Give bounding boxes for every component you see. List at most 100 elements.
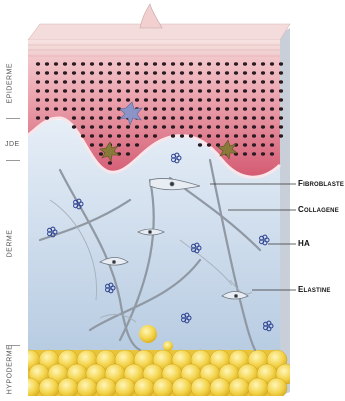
keratinocyte-nucleus bbox=[279, 98, 283, 101]
keratinocyte-nucleus bbox=[117, 125, 121, 128]
fat-cell bbox=[77, 378, 97, 396]
keratinocyte-nucleus bbox=[261, 62, 265, 65]
keratinocyte-nucleus bbox=[243, 152, 247, 155]
keratinocyte-nucleus bbox=[270, 71, 274, 74]
keratinocyte-nucleus bbox=[135, 125, 139, 128]
skin-flake bbox=[140, 4, 162, 28]
keratinocyte-nucleus bbox=[261, 143, 265, 146]
keratinocyte-nucleus bbox=[162, 107, 166, 110]
keratinocyte-nucleus bbox=[117, 89, 121, 92]
callout-fibroblast: Fibroblaste bbox=[298, 179, 344, 188]
keratinocyte-nucleus bbox=[252, 143, 256, 146]
keratinocyte-nucleus bbox=[279, 80, 283, 83]
keratinocyte-nucleus bbox=[243, 98, 247, 101]
keratinocyte-nucleus bbox=[144, 98, 148, 101]
keratinocyte-nucleus bbox=[180, 125, 184, 128]
keratinocyte-nucleus bbox=[144, 71, 148, 74]
keratinocyte-nucleus bbox=[36, 98, 40, 101]
keratinocyte-nucleus bbox=[234, 71, 238, 74]
keratinocyte-nucleus bbox=[63, 80, 67, 83]
keratinocyte-nucleus bbox=[171, 62, 175, 65]
keratinocyte-nucleus bbox=[90, 62, 94, 65]
keratinocyte-nucleus bbox=[189, 71, 193, 74]
keratinocyte-nucleus bbox=[207, 107, 211, 110]
keratinocyte-nucleus bbox=[162, 116, 166, 119]
keratinocyte-nucleus bbox=[234, 116, 238, 119]
keratinocyte-nucleus bbox=[162, 125, 166, 128]
fat-cell bbox=[172, 378, 192, 396]
keratinocyte-nucleus bbox=[90, 107, 94, 110]
keratinocyte-nucleus bbox=[198, 71, 202, 74]
keratinocyte-nucleus bbox=[72, 125, 76, 128]
keratinocyte-nucleus bbox=[270, 143, 274, 146]
keratinocyte-nucleus bbox=[261, 134, 265, 137]
keratinocyte-nucleus bbox=[90, 125, 94, 128]
keratinocyte-nucleus bbox=[126, 143, 130, 146]
keratinocyte-nucleus bbox=[279, 134, 283, 137]
keratinocyte-nucleus bbox=[198, 107, 202, 110]
keratinocyte-nucleus bbox=[135, 62, 139, 65]
stratum-corneum bbox=[28, 40, 280, 54]
keratinocyte-nucleus bbox=[99, 62, 103, 65]
fat-cell bbox=[96, 378, 116, 396]
keratinocyte-nucleus bbox=[99, 134, 103, 137]
keratinocyte-nucleus bbox=[135, 89, 139, 92]
keratinocyte-nucleus bbox=[207, 89, 211, 92]
keratinocyte-nucleus bbox=[117, 134, 121, 137]
keratinocyte-nucleus bbox=[243, 89, 247, 92]
keratinocyte-nucleus bbox=[153, 107, 157, 110]
keratinocyte-nucleus bbox=[90, 89, 94, 92]
keratinocyte-nucleus bbox=[162, 80, 166, 83]
keratinocyte-nucleus bbox=[144, 107, 148, 110]
keratinocyte-nucleus bbox=[243, 116, 247, 119]
label-dermis: DERME bbox=[7, 226, 14, 262]
keratinocyte-nucleus bbox=[171, 71, 175, 74]
keratinocyte-nucleus bbox=[261, 116, 265, 119]
keratinocyte-nucleus bbox=[216, 143, 220, 146]
keratinocyte-nucleus bbox=[81, 125, 85, 128]
keratinocyte-nucleus bbox=[90, 134, 94, 137]
fat-cell bbox=[153, 378, 173, 396]
fat-cell bbox=[115, 378, 135, 396]
keratinocyte-nucleus bbox=[45, 107, 49, 110]
fat-cell bbox=[134, 378, 154, 396]
keratinocyte-nucleus bbox=[270, 107, 274, 110]
keratinocyte-nucleus bbox=[153, 125, 157, 128]
keratinocyte-nucleus bbox=[72, 80, 76, 83]
keratinocyte-nucleus bbox=[225, 116, 229, 119]
keratinocyte-nucleus bbox=[108, 98, 112, 101]
keratinocyte-nucleus bbox=[90, 80, 94, 83]
keratinocyte-nucleus bbox=[261, 71, 265, 74]
keratinocyte-nucleus bbox=[90, 98, 94, 101]
keratinocyte-nucleus bbox=[108, 71, 112, 74]
keratinocyte-nucleus bbox=[225, 80, 229, 83]
keratinocyte-nucleus bbox=[108, 107, 112, 110]
keratinocyte-nucleus bbox=[207, 116, 211, 119]
keratinocyte-nucleus bbox=[216, 89, 220, 92]
keratinocyte-nucleus bbox=[207, 71, 211, 74]
keratinocyte-nucleus bbox=[81, 98, 85, 101]
keratinocyte-nucleus bbox=[180, 98, 184, 101]
keratinocyte-nucleus bbox=[144, 134, 148, 137]
keratinocyte-nucleus bbox=[216, 62, 220, 65]
keratinocyte-nucleus bbox=[45, 71, 49, 74]
keratinocyte-nucleus bbox=[108, 62, 112, 65]
keratinocyte-nucleus bbox=[189, 62, 193, 65]
keratinocyte-nucleus bbox=[252, 107, 256, 110]
keratinocyte-nucleus bbox=[198, 116, 202, 119]
keratinocyte-nucleus bbox=[162, 71, 166, 74]
keratinocyte-nucleus bbox=[207, 98, 211, 101]
keratinocyte-nucleus bbox=[270, 98, 274, 101]
keratinocyte-nucleus bbox=[108, 80, 112, 83]
keratinocyte-nucleus bbox=[72, 89, 76, 92]
callout-ha: HA bbox=[298, 239, 310, 248]
keratinocyte-nucleus bbox=[261, 125, 265, 128]
keratinocyte-nucleus bbox=[216, 125, 220, 128]
keratinocyte-nucleus bbox=[252, 152, 256, 155]
keratinocyte-nucleus bbox=[45, 116, 49, 119]
keratinocyte-nucleus bbox=[63, 62, 67, 65]
fat-cell bbox=[191, 378, 211, 396]
keratinocyte-nucleus bbox=[216, 116, 220, 119]
keratinocyte-nucleus bbox=[108, 161, 112, 164]
keratinocyte-nucleus bbox=[72, 107, 76, 110]
